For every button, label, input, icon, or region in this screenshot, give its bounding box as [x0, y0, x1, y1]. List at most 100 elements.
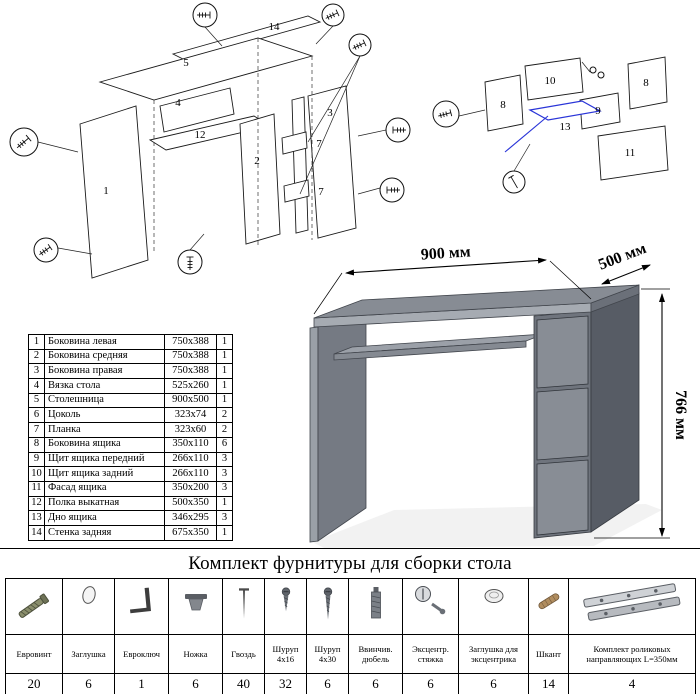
part-size: 500x350	[164, 495, 217, 512]
part-size: 900x500	[164, 392, 217, 409]
part-label: 3	[327, 107, 333, 119]
part-size: 750x388	[164, 363, 217, 380]
part-label: 12	[195, 129, 206, 141]
part-name: Цоколь	[44, 407, 165, 424]
panel-middle-side	[239, 113, 281, 245]
part-label: 7	[318, 186, 324, 198]
part-number: 2	[28, 348, 45, 365]
hardware-name: Эксцентр. стяжка	[402, 634, 459, 674]
desk-left-panel-edge	[309, 326, 319, 543]
drawer-slides-icon	[583, 583, 681, 621]
drawer-front-2	[536, 387, 589, 461]
screw-icon	[186, 256, 194, 270]
part-qty: 1	[216, 392, 233, 409]
hardware-icons-row	[5, 578, 696, 635]
part-name: Планка	[44, 422, 165, 438]
panel-drawer-side-left	[484, 74, 524, 132]
screw-icon	[438, 109, 453, 118]
part-name: Вязка стола	[44, 378, 165, 394]
part-size: 346x295	[164, 510, 217, 526]
panel-drawer-facade	[597, 125, 669, 181]
part-size: 750x388	[164, 334, 217, 350]
hardware-name: Ввинчив. дюбель	[348, 634, 403, 674]
panel-plank-1	[281, 131, 308, 155]
hex-key-icon	[129, 587, 151, 614]
hardware-name: Заглушка	[62, 634, 115, 674]
hardware-qty: 6	[168, 673, 223, 694]
confirmat-screw-icon	[18, 593, 49, 618]
drawer-front-1	[536, 315, 589, 389]
desk-left-panel	[317, 308, 367, 542]
hardware-qty: 6	[402, 673, 459, 694]
part-qty: 3	[216, 466, 233, 482]
leader-lines	[37, 25, 387, 255]
part-number: 4	[28, 378, 45, 394]
part-number: 7	[28, 422, 45, 438]
part-label: 8	[643, 77, 649, 89]
part-name: Щит ящика задний	[44, 466, 165, 482]
hardware-qty: 32	[264, 673, 307, 694]
construction-lines	[153, 38, 313, 254]
part-qty: 2	[216, 407, 233, 424]
part-name: Боковина средняя	[44, 348, 165, 365]
hardware-name: Ножка	[168, 634, 223, 674]
blue-leader-line	[504, 115, 549, 153]
hardware-names-row: Евровинт Заглушка Евроключ Ножка Гвоздь …	[5, 634, 696, 674]
part-label: 1	[103, 185, 109, 197]
drawer-panels	[484, 56, 669, 181]
desktop-surface	[313, 284, 640, 319]
part-number-labels: 10 8 9 13 11 8	[500, 75, 649, 159]
part-qty: 1	[216, 363, 233, 380]
part-size: 266x110	[164, 466, 217, 482]
hardware-name: Комплект роликовых направляющих L=350мм	[568, 634, 696, 674]
part-name: Столешница	[44, 392, 165, 409]
exploded-diagram-drawer: 10 8 9 13 11 8	[432, 56, 669, 194]
part-number: 14	[28, 524, 45, 541]
part-qty: 1	[216, 378, 233, 394]
desk-render: 900 мм 500 мм 766 мм	[309, 246, 689, 548]
hardware-name: Евроключ	[114, 634, 169, 674]
panel-drawer-back	[524, 57, 584, 101]
hardware-qty: 6	[306, 673, 349, 694]
part-name: Боковина ящика	[44, 436, 165, 453]
part-name: Фасад ящика	[44, 480, 165, 497]
part-size: 525x260	[164, 378, 217, 394]
screw-long-icon	[323, 587, 332, 620]
cam-lock-icon	[414, 586, 445, 615]
hardware-kit-title: Комплект фурнитуры для сборки стола	[188, 553, 512, 574]
screw-icon	[16, 134, 32, 149]
part-name: Боковина левая	[44, 334, 165, 350]
part-number: 1	[28, 334, 45, 350]
hardware-qty: 40	[222, 673, 265, 694]
screw-icon	[386, 186, 400, 194]
panel-drawer-side-right	[627, 56, 668, 110]
pedestal-side	[590, 292, 640, 533]
part-label: 2	[254, 155, 260, 167]
part-label: 9	[595, 105, 601, 117]
threaded-dowel-icon	[370, 587, 381, 619]
panel-drawer-bottom	[528, 100, 602, 121]
part-number: 6	[28, 407, 45, 424]
screw-icon	[392, 126, 406, 134]
hardware-qty: 1	[114, 673, 169, 694]
part-label: 10	[545, 75, 557, 87]
part-label: 14	[269, 21, 281, 33]
part-number-labels: 14 5 4 12 2 1 3 7 7	[103, 21, 333, 198]
part-qty: 1	[216, 524, 233, 541]
desk-panels	[79, 15, 357, 279]
screw-glyphs	[438, 109, 518, 189]
exploded-diagram-desk: 14 5 4 12 2 1 3 7 7	[9, 2, 411, 279]
wooden-dowel-icon	[537, 593, 559, 610]
part-label: 7	[316, 138, 322, 150]
screw-icon	[39, 244, 53, 256]
section-divider	[0, 548, 700, 549]
